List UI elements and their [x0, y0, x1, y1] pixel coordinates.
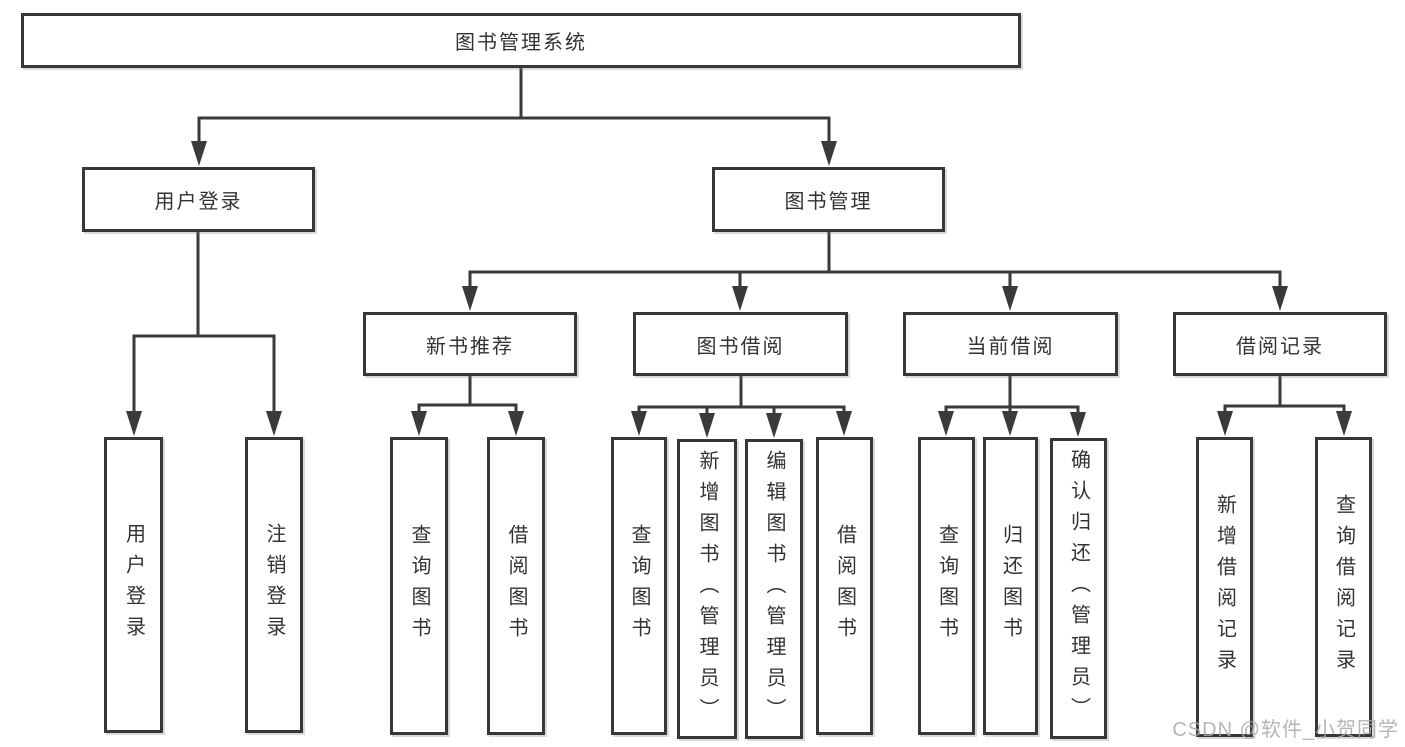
node-user-login: 用户登录	[82, 167, 315, 232]
node-book-borrowing: 图书借阅	[633, 312, 848, 376]
node-confirm-return-admin: 确认归还（管理员）	[1050, 438, 1107, 739]
node-edit-books-admin-label: 编辑图书（管理员）	[763, 449, 785, 729]
node-book-management-label: 图书管理	[784, 191, 873, 213]
node-query-books-borrowing: 查询图书	[611, 437, 667, 735]
arrowhead-down-icon	[191, 141, 207, 166]
node-edit-books-admin: 编辑图书（管理员）	[745, 439, 803, 739]
node-new-book-recommendation-label: 新书推荐	[426, 335, 514, 358]
node-query-books-borrowing-label: 查询图书	[628, 524, 650, 648]
node-borrowing-records: 借阅记录	[1173, 312, 1387, 376]
arrowhead-down-icon	[462, 286, 478, 311]
watermark-text: CSDN @软件_小贺同学	[1172, 719, 1399, 741]
node-return-books: 归还图书	[983, 437, 1038, 735]
node-book-management: 图书管理	[712, 167, 945, 232]
arrowhead-down-icon	[631, 411, 647, 436]
node-add-borrow-record-label: 新增借阅记录	[1213, 494, 1236, 680]
arrowhead-down-icon	[836, 411, 852, 436]
node-query-books-recommend: 查询图书	[390, 437, 448, 735]
arrowhead-down-icon	[766, 413, 782, 438]
node-book-management-system: 图书管理系统	[21, 13, 1021, 68]
node-user-login-leaf: 用户登录	[104, 437, 163, 733]
arrowhead-down-icon	[1002, 411, 1018, 436]
node-add-borrow-record: 新增借阅记录	[1196, 437, 1253, 737]
node-return-books-label: 归还图书	[999, 524, 1022, 648]
node-query-borrow-record-label: 查询借阅记录	[1332, 494, 1355, 680]
node-confirm-return-admin-label: 确认归还（管理员）	[1067, 449, 1090, 728]
arrowhead-down-icon	[1002, 286, 1018, 311]
node-query-books-current: 查询图书	[918, 437, 975, 735]
node-new-book-recommendation: 新书推荐	[363, 312, 577, 376]
arrowhead-down-icon	[938, 411, 954, 436]
node-add-books-admin-label: 新增图书（管理员）	[696, 449, 718, 729]
arrowhead-down-icon	[411, 411, 427, 436]
node-current-borrowing: 当前借阅	[903, 312, 1118, 376]
arrowhead-down-icon	[508, 411, 524, 436]
node-logout: 注销登录	[245, 437, 303, 733]
node-current-borrowing-label: 当前借阅	[966, 335, 1055, 358]
arrowhead-down-icon	[1070, 412, 1086, 437]
node-borrow-books-borrowing-label: 借阅图书	[833, 524, 856, 648]
arrowhead-down-icon	[699, 413, 715, 438]
arrowhead-down-icon	[1272, 286, 1288, 311]
node-query-borrow-record: 查询借阅记录	[1315, 437, 1372, 737]
arrowhead-down-icon	[1336, 411, 1352, 436]
node-add-books-admin: 新增图书（管理员）	[677, 439, 737, 739]
node-book-management-system-label: 图书管理系统	[455, 32, 587, 54]
arrowhead-down-icon	[1217, 411, 1233, 436]
arrowhead-down-icon	[821, 141, 837, 166]
arrowhead-down-icon	[126, 411, 142, 436]
node-query-books-recommend-label: 查询图书	[408, 524, 430, 648]
node-book-borrowing-label: 图书借阅	[696, 335, 785, 358]
node-user-login-label: 用户登录	[154, 191, 243, 213]
node-borrow-books-recommend: 借阅图书	[487, 437, 545, 735]
node-query-books-current-label: 查询图书	[935, 524, 958, 648]
node-borrowing-records-label: 借阅记录	[1236, 335, 1324, 358]
node-logout-label: 注销登录	[263, 523, 285, 647]
node-user-login-leaf-label: 用户登录	[122, 523, 145, 647]
node-borrow-books-borrowing: 借阅图书	[816, 437, 873, 735]
arrowhead-down-icon	[266, 411, 282, 436]
node-borrow-books-recommend-label: 借阅图书	[505, 524, 527, 648]
arrowhead-down-icon	[732, 286, 748, 311]
